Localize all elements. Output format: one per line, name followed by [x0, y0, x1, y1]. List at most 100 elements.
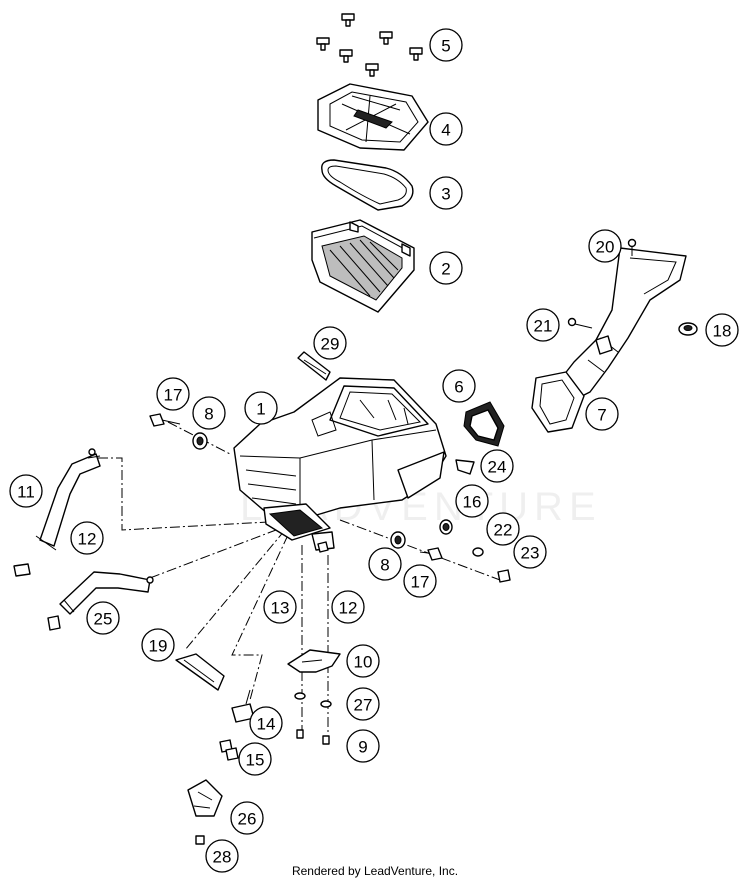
callout-24: 24: [480, 449, 514, 483]
callout-number: 8: [380, 556, 389, 575]
callout-8: 8: [192, 396, 226, 430]
callout-15: 15: [238, 742, 272, 776]
washer-part-22: [472, 547, 484, 557]
gasket-part-3: [321, 159, 414, 211]
callout-circle: [429, 112, 463, 146]
callout-circle: [588, 229, 622, 263]
callout-number: 12: [78, 530, 97, 549]
callout-5: 5: [429, 28, 463, 62]
callout-circle: [429, 28, 463, 62]
callout-3: 3: [429, 176, 463, 210]
bolt-part-17-bottom: [419, 547, 443, 561]
callout-number: 20: [596, 238, 615, 257]
callout-6: 6: [442, 369, 476, 403]
grommet-part-8-bottom: [390, 531, 406, 549]
fastener-part-15: [219, 739, 239, 761]
grommet-part-18: [678, 322, 698, 336]
callout-circle: [9, 474, 43, 508]
callout-17: 17: [156, 377, 190, 411]
callout-number: 5: [441, 37, 450, 56]
sensor-part-19: [175, 653, 225, 691]
callout-number: 17: [411, 573, 430, 592]
air-filter-part-2: [311, 219, 415, 313]
washers-part-29: [294, 692, 332, 708]
callout-10: 10: [346, 644, 380, 678]
callout-2: 2: [429, 251, 463, 285]
callout-circle: [346, 729, 380, 763]
callout-number: 15: [246, 751, 265, 770]
callout-circle: [70, 521, 104, 555]
callout-number: 28: [213, 848, 232, 867]
footer-credit: Rendered by LeadVenture, Inc.: [291, 864, 459, 878]
callout-29: 29: [313, 326, 347, 360]
intake-tube-part-7: [531, 247, 687, 433]
screws-part-5: [316, 13, 423, 77]
callout-20: 20: [588, 229, 622, 263]
callout-number: 7: [597, 406, 606, 425]
callout-circle: [192, 396, 226, 430]
callout-number: 16: [463, 493, 482, 512]
callout-number: 18: [713, 322, 732, 341]
callout-25: 25: [86, 601, 120, 635]
callout-circle: [513, 535, 547, 569]
callout-19: 19: [141, 628, 175, 662]
callout-18: 18: [705, 313, 739, 347]
nut-part-23: [497, 569, 511, 583]
callout-number: 6: [454, 378, 463, 397]
callout-number: 25: [94, 610, 113, 629]
seal-part-6: [463, 401, 505, 447]
callout-13: 13: [263, 590, 297, 624]
bracket-part-10: [287, 649, 341, 673]
callout-number: 3: [441, 185, 450, 204]
callout-circle: [331, 590, 365, 624]
callout-21: 21: [526, 308, 560, 342]
callout-circle: [230, 801, 264, 835]
callout-circle: [156, 377, 190, 411]
callout-number: 27: [354, 696, 373, 715]
bracket-part-26: [187, 779, 223, 817]
screw-part-20: [627, 238, 637, 256]
hose-part-25: [59, 571, 154, 615]
callout-number: 13: [271, 599, 290, 618]
callout-number: 1: [256, 400, 265, 419]
callout-number: 14: [257, 715, 276, 734]
callout-circle: [346, 644, 380, 678]
callout-circle: [205, 839, 239, 873]
callout-27: 27: [346, 687, 380, 721]
hose-part-11: [35, 448, 101, 551]
callout-circle: [313, 326, 347, 360]
callout-circle: [244, 391, 278, 425]
callout-number: 24: [488, 458, 507, 477]
screw-part-27: [195, 835, 205, 845]
callout-number: 9: [358, 738, 367, 757]
callout-number: 4: [441, 121, 450, 140]
callout-11: 11: [9, 474, 43, 508]
callout-7: 7: [585, 397, 619, 431]
callout-number: 2: [441, 260, 450, 279]
callout-circle: [263, 590, 297, 624]
callout-circle: [705, 313, 739, 347]
callout-number: 22: [494, 521, 513, 540]
clamps-part-12: [13, 541, 329, 631]
callout-circle: [346, 687, 380, 721]
callout-12: 12: [331, 590, 365, 624]
callout-circle: [141, 628, 175, 662]
callout-1: 1: [244, 391, 278, 425]
callout-circle: [238, 742, 272, 776]
callout-circle: [455, 484, 489, 518]
callout-circle: [429, 176, 463, 210]
callout-number: 10: [354, 653, 373, 672]
bolt-part-17-top: [149, 413, 181, 427]
callout-circle: [480, 449, 514, 483]
grommet-part-16: [439, 519, 453, 535]
callout-23: 23: [513, 535, 547, 569]
callout-number: 23: [521, 544, 540, 563]
callout-number: 8: [204, 405, 213, 424]
callout-8: 8: [368, 547, 402, 581]
callout-17: 17: [403, 564, 437, 598]
callout-number: 26: [238, 810, 257, 829]
callout-number: 11: [17, 483, 35, 502]
callout-circle: [585, 397, 619, 431]
callout-circle: [429, 251, 463, 285]
